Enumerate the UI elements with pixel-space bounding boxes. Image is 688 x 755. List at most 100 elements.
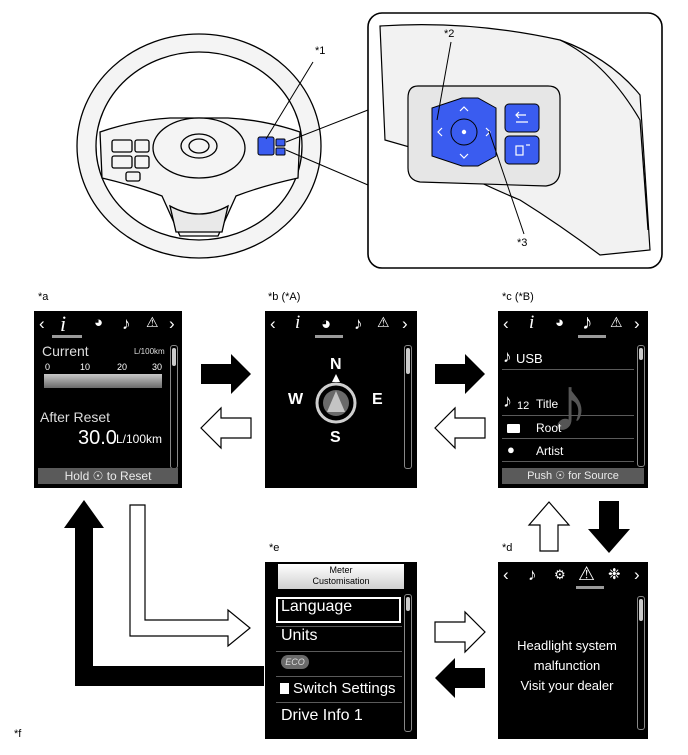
gear-icon[interactable]: ❉ [608, 566, 621, 583]
screen-d-warning: ‹ ♪ ⚙ ⚠ ❉ › Headlight system malfunction… [498, 562, 648, 739]
fuel-value-unit: L/100km [116, 432, 163, 446]
active-tab-underline [578, 335, 606, 338]
fuel-value: 30.0 [78, 427, 117, 449]
zoomed-button-glyphs [437, 106, 530, 159]
warning-icon[interactable]: ⚠ [146, 314, 159, 330]
scroll-thumb[interactable] [639, 348, 643, 360]
leader-2 [436, 41, 452, 121]
scroll-thumb[interactable] [639, 599, 643, 621]
music-note-icon[interactable]: ♪ [354, 314, 363, 333]
music-note-icon[interactable]: ♪ [122, 314, 131, 333]
compass-north: N [330, 356, 342, 373]
screen-b-compass: ‹ i ◕ ♪ ⚠ › N S W E [265, 311, 417, 488]
header-line-1: Meter [329, 565, 353, 575]
divider [276, 651, 402, 652]
chevron-right-icon[interactable]: › [634, 314, 640, 333]
footer-pre: Push [527, 470, 553, 482]
scroll-thumb[interactable] [172, 348, 176, 366]
chevron-right-icon[interactable]: › [169, 314, 175, 333]
divider [502, 369, 634, 370]
current-label: Current [42, 343, 89, 359]
source-hint-bar: Push ☉ for Source [502, 468, 644, 484]
screen-c-audio: ‹ i ◕ ♪ ⚠ › ♪ ♪ USB ♪ 12 Title Root ● Ar… [498, 311, 648, 488]
compass-east: E [372, 391, 383, 408]
chevron-right-icon[interactable]: › [402, 314, 408, 333]
info-icon[interactable]: i [60, 311, 67, 336]
vehicle-settings-icon[interactable]: ⚙ [554, 567, 566, 582]
scrollbar[interactable] [637, 345, 645, 467]
enter-button-icon: ☉ [92, 469, 104, 483]
chevron-left-icon[interactable]: ‹ [270, 314, 276, 333]
label-screen-a: *a [38, 291, 49, 303]
music-note-icon[interactable]: ♪ [582, 311, 593, 334]
label-f: *f [14, 728, 22, 740]
leader-3 [488, 130, 525, 235]
callout-3: *3 [517, 237, 527, 249]
warning-icon[interactable]: ⚠ [610, 314, 623, 330]
fuel-bar [44, 374, 162, 388]
arrow-d-to-e [435, 658, 485, 698]
scroll-thumb[interactable] [406, 348, 410, 374]
menu-item-switch-settings[interactable]: Switch Settings [293, 680, 396, 697]
zoom-connector-bottom [285, 149, 369, 186]
enter-button-icon: ☉ [555, 470, 566, 482]
arrow-b-to-a [200, 406, 252, 450]
compass-icon[interactable]: ◕ [555, 314, 565, 331]
chevron-left-icon[interactable]: ‹ [39, 314, 45, 333]
scale-30: 30 [152, 362, 163, 372]
warning-icon[interactable]: ⚠ [578, 564, 596, 585]
screen-a-tabs: ‹ i ◕ ♪ ⚠ › [34, 311, 182, 337]
callout-2: *2 [444, 28, 454, 40]
title-label: Title [536, 397, 559, 411]
menu-item-language[interactable]: Language [281, 598, 353, 615]
unit-label: L/100km [134, 347, 165, 356]
arrow-a-to-e [129, 504, 251, 648]
label-screen-e: *e [269, 542, 279, 554]
switch-settings-icon [280, 683, 289, 694]
chevron-right-icon[interactable]: › [634, 565, 640, 584]
wheel-switch-highlight [257, 136, 286, 156]
leader-1 [265, 61, 314, 140]
warning-line-3: Visit your dealer [520, 678, 614, 693]
arrow-c-to-b [434, 406, 486, 450]
compass-icon[interactable]: ◕ [94, 314, 104, 331]
info-icon[interactable]: i [295, 312, 301, 333]
after-reset-label: After Reset [40, 409, 111, 425]
compass-west: W [288, 391, 304, 408]
arrow-c-to-d [588, 501, 630, 553]
chevron-left-icon[interactable]: ‹ [503, 565, 509, 584]
scale-20: 20 [117, 362, 128, 372]
compass-icon[interactable]: ◕ [321, 314, 332, 333]
divider [502, 461, 634, 462]
divider [502, 438, 634, 439]
menu-item-drive-info-1[interactable]: Drive Info 1 [281, 707, 363, 724]
menu-header: Meter Customisation [278, 564, 404, 589]
compass-dial [315, 374, 357, 424]
scrollbar[interactable] [404, 345, 412, 469]
warning-icon[interactable]: ⚠ [377, 314, 390, 330]
scrollbar[interactable] [404, 594, 412, 732]
track-number: 12 [517, 400, 530, 412]
screen-a-fuel: ‹ i ◕ ♪ ⚠ › Current L/100km 0 10 20 30 A… [34, 311, 182, 488]
scrollbar[interactable] [170, 345, 178, 469]
folder-icon [507, 424, 520, 433]
callout-1: *1 [315, 45, 325, 57]
menu-item-units[interactable]: Units [281, 627, 318, 644]
menu-item-eco[interactable]: ECO [281, 655, 309, 669]
label-screen-c: *c (*B) [502, 291, 534, 303]
screen-d-tabs: ‹ ♪ ⚙ ⚠ ❉ › [498, 562, 648, 588]
scale-10: 10 [80, 362, 91, 372]
footer-post: to Reset [106, 469, 152, 483]
reset-hint-bar: Hold ☉ to Reset [38, 468, 178, 484]
screen-c-tabs: ‹ i ◕ ♪ ⚠ › [498, 311, 648, 337]
info-icon[interactable]: i [529, 312, 535, 333]
root-label: Root [536, 421, 562, 435]
music-note-watermark-icon: ♪ [550, 360, 589, 448]
scrollbar[interactable] [637, 596, 645, 730]
active-tab-underline [52, 335, 82, 338]
music-note-icon[interactable]: ♪ [528, 565, 537, 584]
chevron-left-icon[interactable]: ‹ [503, 314, 509, 333]
scroll-thumb[interactable] [406, 597, 410, 611]
arrow-b-to-c [435, 354, 485, 394]
